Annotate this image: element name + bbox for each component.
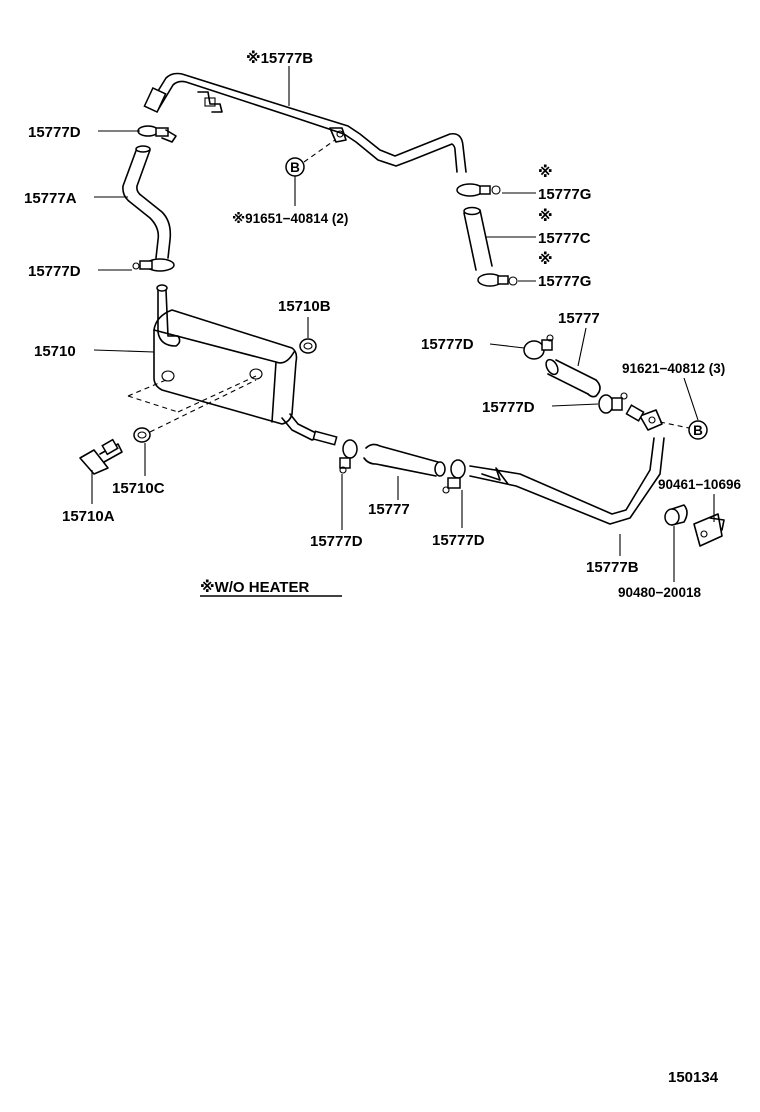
label-15777b-bottom: 15777B: [586, 559, 639, 576]
pipe-15777b-lower: [469, 437, 665, 525]
label-90461-10696: 90461−10696: [658, 477, 741, 492]
dashed-mount-outline: [127, 375, 257, 433]
washer-15710c: [133, 427, 151, 443]
label-15710: 15710: [34, 343, 76, 360]
clamp-15777d-1: [137, 125, 177, 143]
label-15777c: 15777C: [538, 230, 591, 247]
label-15777-mid: 15777: [368, 501, 410, 518]
figure-number: 150134: [668, 1069, 719, 1086]
grommet-90480-20018: [664, 504, 688, 526]
pipe-15777b-upper: [143, 72, 467, 173]
washer-15710b: [299, 338, 317, 354]
union-bolt-15710a: [79, 438, 123, 475]
clamp-15777g-2: [477, 273, 518, 287]
dashed-leader-b-1: [303, 139, 336, 163]
clip-90461-10696: [693, 513, 725, 547]
note-wo-heater: ※W/O HEATER: [200, 578, 309, 596]
marker-b-2: B: [693, 423, 703, 438]
leader-lines: [91, 66, 715, 582]
bolt-marker-b-2: B: [688, 420, 708, 440]
label-15710b: 15710B: [278, 298, 331, 315]
hose-15777a: [122, 145, 172, 259]
clip-upper-mid: [329, 127, 347, 143]
label-15777b-top: ※15777B: [246, 49, 313, 67]
hose-15777-mid: [363, 443, 446, 477]
clamp-15777d-2: [132, 258, 175, 272]
clamp-15777d-5: [339, 439, 358, 474]
star-15777c: ※: [538, 207, 553, 225]
clip-upper-left: [197, 91, 223, 113]
label-90480-20018: 90480−20018: [618, 585, 701, 600]
label-15777g-1: 15777G: [538, 186, 591, 203]
pipe-bracket-lower: [639, 409, 663, 431]
label-91621-40812: 91621−40812 (3): [622, 361, 725, 376]
label-15777d-1: 15777D: [28, 124, 81, 141]
label-15710a: 15710A: [62, 508, 115, 525]
label-15777d-3: 15777D: [421, 336, 474, 353]
label-15777d-6: 15777D: [432, 532, 485, 549]
label-15777d-5: 15777D: [310, 533, 363, 550]
tank-15710: [153, 284, 338, 446]
hose-15777c: [463, 206, 493, 271]
hose-15777-right: [545, 358, 601, 398]
label-91651-40814: ※91651−40814 (2): [232, 211, 348, 226]
clamp-15777d-3: [523, 334, 554, 360]
dashed-leader-b-2: [659, 421, 690, 429]
label-15777-right: 15777: [558, 310, 600, 327]
label-15777g-2: 15777G: [538, 273, 591, 290]
label-15777d-2: 15777D: [28, 263, 81, 280]
clamp-15777g-1: [456, 183, 501, 197]
bolt-marker-b-1: B: [285, 157, 305, 177]
clamp-15777d-4: [598, 392, 645, 422]
label-15777d-4: 15777D: [482, 399, 535, 416]
label-15710c: 15710C: [112, 480, 165, 497]
marker-b-1: B: [290, 160, 300, 175]
star-15777g-2: ※: [538, 250, 553, 268]
clamp-15777d-6: [442, 459, 466, 494]
label-15777a: 15777A: [24, 190, 77, 207]
star-15777g-1: ※: [538, 163, 553, 181]
